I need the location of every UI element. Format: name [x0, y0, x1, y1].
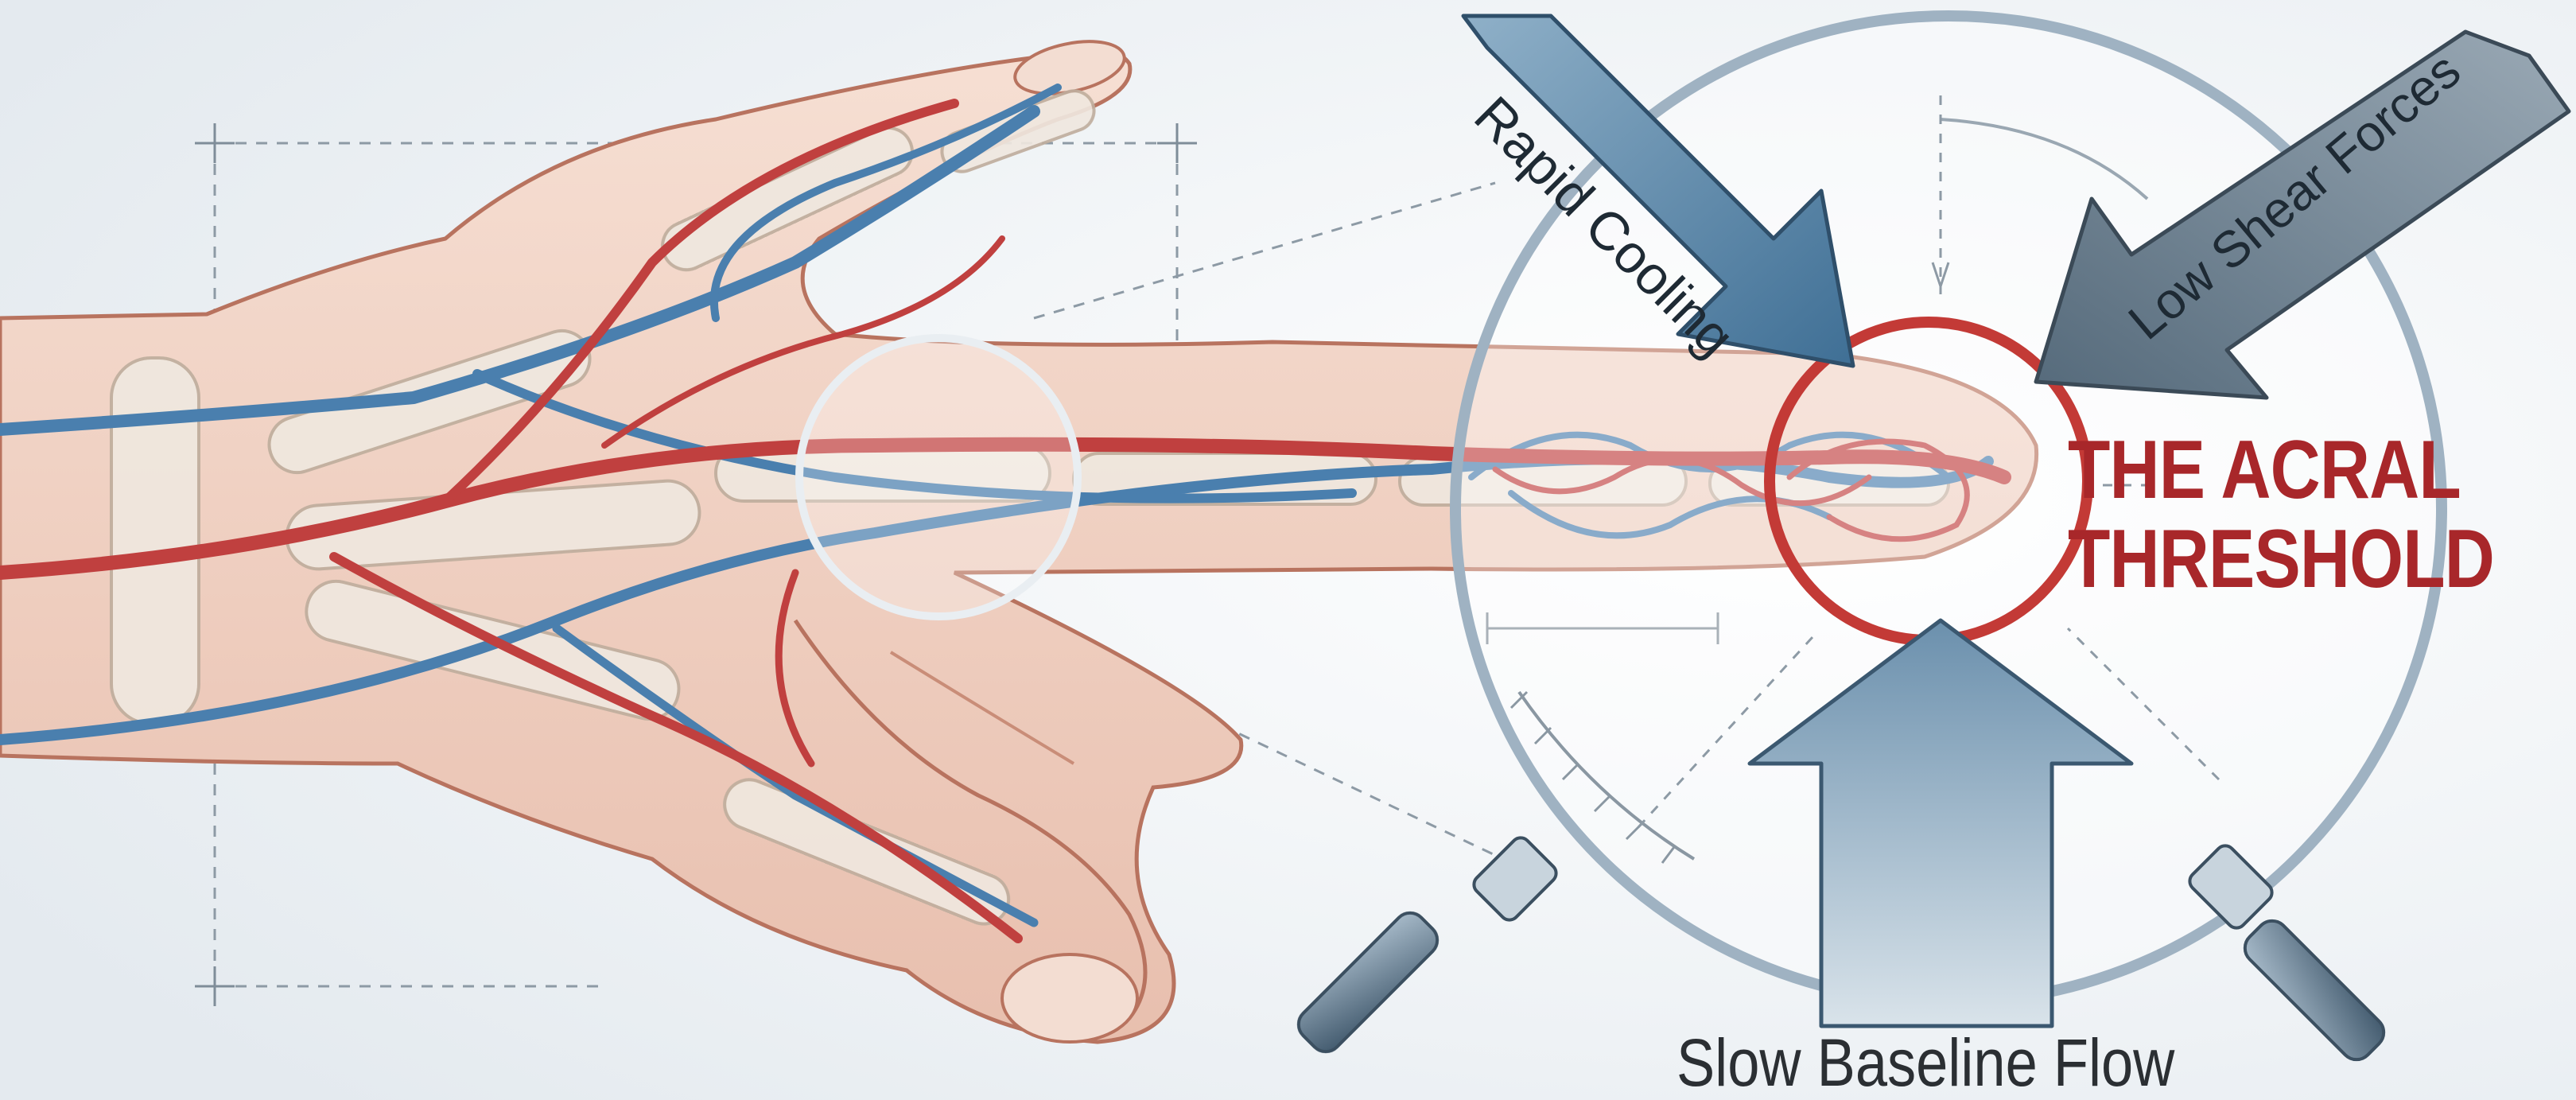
zoom-origin-circle — [799, 338, 1078, 616]
slow-baseline-flow-label: Slow Baseline Flow — [1677, 1026, 2174, 1099]
page-title: THE ACRAL THRESHOLD — [2068, 426, 2496, 604]
title-line-1: THE ACRAL — [2068, 426, 2496, 515]
title-line-2: THRESHOLD — [2068, 515, 2496, 604]
